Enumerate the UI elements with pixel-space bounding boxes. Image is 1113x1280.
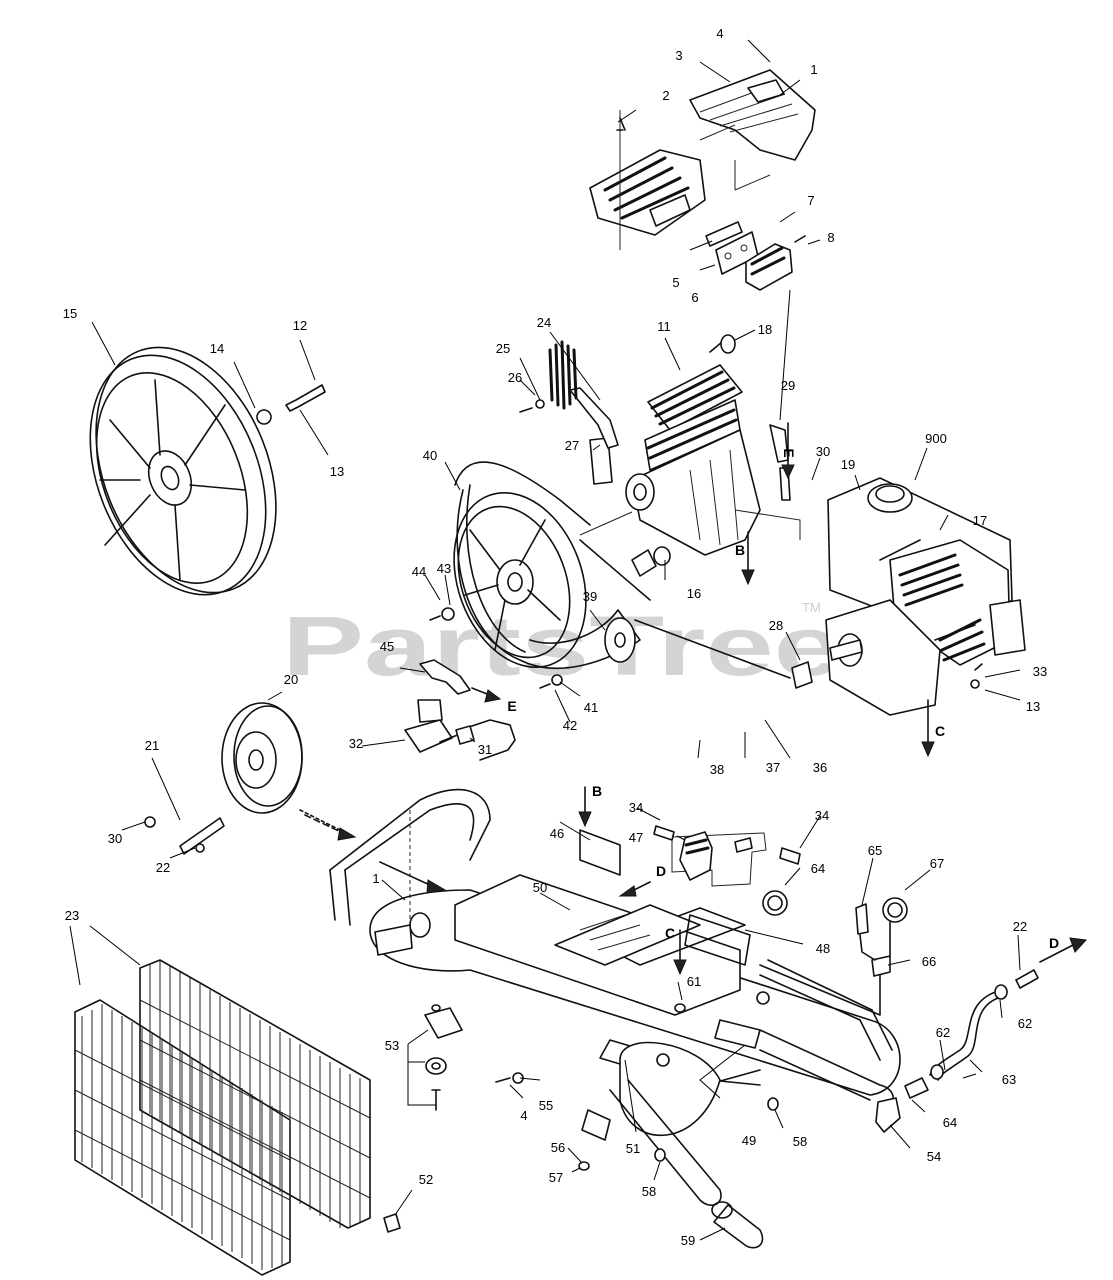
- flow-arrows: [304, 422, 1088, 976]
- head-cover-group: [589, 69, 816, 291]
- part-label: 64: [943, 1115, 957, 1130]
- part-label: 19: [841, 457, 855, 472]
- hose-assembly: [383, 969, 1039, 1249]
- gas-engine: [825, 477, 1026, 716]
- part-label: 33: [1033, 664, 1047, 679]
- part-label: 7: [807, 193, 814, 208]
- part-label: 44: [412, 564, 426, 579]
- part-label: 30: [108, 831, 122, 846]
- leader-lines: [69, 39, 1021, 1241]
- part-label: 55: [539, 1098, 553, 1113]
- flow-label-c-mid: C: [665, 925, 675, 941]
- part-label: 4: [520, 1108, 527, 1123]
- part-label: 67: [930, 856, 944, 871]
- part-label: 52: [419, 1172, 433, 1187]
- part-label: 34: [815, 808, 829, 823]
- part-label: 1: [372, 871, 379, 886]
- part-label: 8: [827, 230, 834, 245]
- part-label: 36: [813, 760, 827, 775]
- part-label: 46: [550, 826, 564, 841]
- part-label: 3: [675, 48, 682, 63]
- part-label: 5: [672, 275, 679, 290]
- part-labels: 1 2 3 4 5 6 7 8 15 14 12 13 24 25 26 27 …: [63, 26, 1047, 1248]
- part-label: 32: [349, 736, 363, 751]
- part-label: 58: [793, 1134, 807, 1149]
- part-label: 56: [551, 1140, 565, 1155]
- part-label: 45: [380, 639, 394, 654]
- part-label: 27: [565, 438, 579, 453]
- flow-label-e-top: E: [781, 448, 797, 457]
- part-label: 15: [63, 306, 77, 321]
- part-label: 26: [508, 370, 522, 385]
- part-label: 64: [811, 861, 825, 876]
- part-label: 18: [758, 322, 772, 337]
- part-label: 11: [657, 319, 671, 334]
- part-label: 62: [936, 1025, 950, 1040]
- part-label: 24: [537, 315, 551, 330]
- part-label: 21: [145, 738, 159, 753]
- part-label: 41: [584, 700, 598, 715]
- part-label: 2: [662, 88, 669, 103]
- part-label: 57: [549, 1170, 563, 1185]
- flow-label-d-right: D: [1049, 935, 1059, 951]
- part-label: 34: [629, 800, 643, 815]
- flow-label-d-mid: D: [656, 863, 666, 879]
- part-label: 13: [1026, 699, 1040, 714]
- flow-label-b-bottom: B: [592, 783, 602, 799]
- part-label: 4: [716, 26, 723, 41]
- part-label: 31: [478, 742, 492, 757]
- part-label: 48: [816, 941, 830, 956]
- part-label: 20: [284, 672, 298, 687]
- part-label: 53: [385, 1038, 399, 1053]
- part-label: 40: [423, 448, 437, 463]
- regulator-gauges: [653, 825, 908, 1016]
- flow-label-b-top: B: [735, 542, 745, 558]
- part-label: 14: [210, 341, 224, 356]
- part-label: 47: [629, 830, 643, 845]
- part-label: 23: [65, 908, 79, 923]
- part-label: 12: [293, 318, 307, 333]
- part-label: 43: [437, 561, 451, 576]
- part-label: 49: [742, 1133, 756, 1148]
- belt-and-pulley: [429, 461, 813, 689]
- part-label: 1: [810, 62, 817, 77]
- part-label: 28: [769, 618, 783, 633]
- part-label: 17: [973, 513, 987, 528]
- part-label: 50: [533, 880, 547, 895]
- compressor-pump: [519, 334, 801, 577]
- watermark-tm: TM: [802, 600, 821, 615]
- part-label: 22: [156, 860, 170, 875]
- part-label: 38: [710, 762, 724, 777]
- part-label: 900: [925, 431, 947, 446]
- part-label: 59: [681, 1233, 695, 1248]
- flow-label-c-right: C: [935, 723, 945, 739]
- part-label: 61: [687, 974, 701, 989]
- part-label: 51: [626, 1141, 640, 1156]
- part-label: 25: [496, 341, 510, 356]
- part-label: 29: [781, 378, 795, 393]
- part-label: 66: [922, 954, 936, 969]
- part-label: 63: [1002, 1072, 1016, 1087]
- part-label: 58: [642, 1184, 656, 1199]
- valve-and-wheel: [144, 659, 516, 855]
- part-label: 13: [330, 464, 344, 479]
- part-label: 22: [1013, 919, 1027, 934]
- part-label: 62: [1018, 1016, 1032, 1031]
- part-label: 65: [868, 843, 882, 858]
- air-tank-frame: [329, 788, 901, 1206]
- part-label: 37: [766, 760, 780, 775]
- belt-guard: [74, 959, 371, 1276]
- part-label: 6: [691, 290, 698, 305]
- part-label: 30: [816, 444, 830, 459]
- part-label: 42: [563, 718, 577, 733]
- part-label: 54: [927, 1149, 941, 1164]
- part-label: 16: [687, 586, 701, 601]
- flywheel-pulley: [89, 346, 326, 596]
- flow-label-e-bottom: E: [507, 698, 516, 714]
- part-label: 39: [583, 589, 597, 604]
